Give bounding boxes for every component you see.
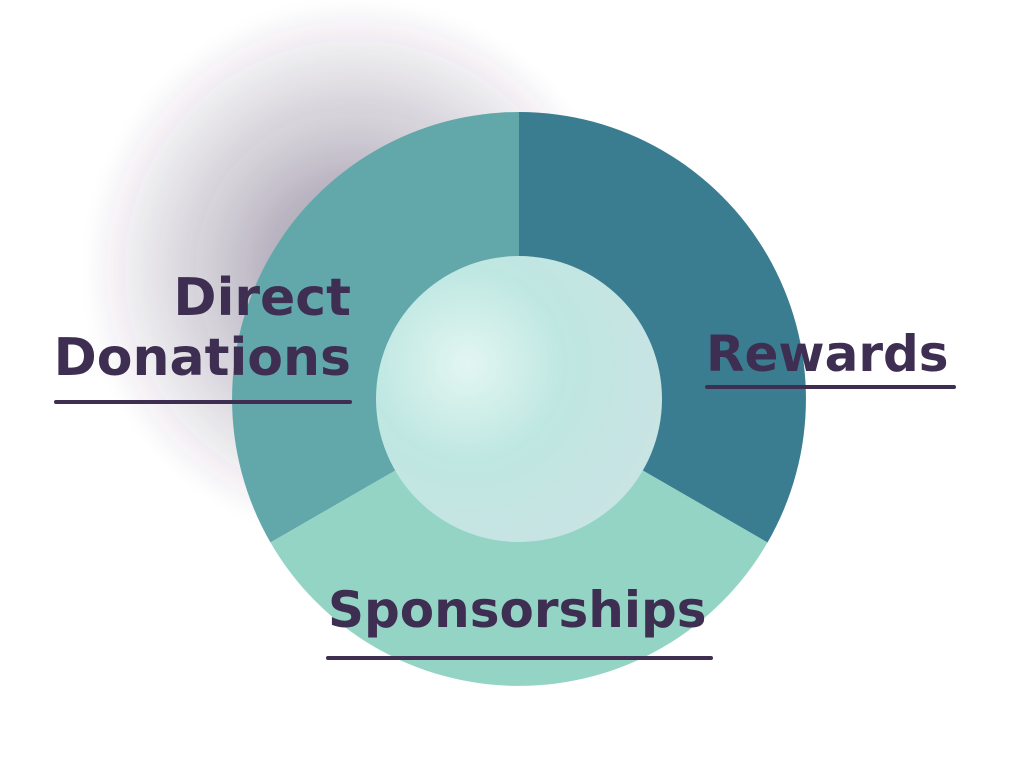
label-direct-donations: Direct Donations — [54, 268, 351, 388]
label-rewards: Rewards — [706, 324, 949, 384]
segment-sponsorships — [270, 399, 768, 686]
underline-sponsorships — [326, 656, 713, 660]
label-sponsorships: Sponsorships — [328, 580, 707, 640]
label-line: Rewards — [706, 325, 949, 383]
underline-rewards — [705, 385, 956, 389]
underline-direct-donations — [54, 400, 352, 404]
center-disc — [376, 256, 662, 542]
label-line: Direct — [173, 268, 351, 328]
label-line: Donations — [53, 328, 351, 388]
label-line: Sponsorships — [328, 581, 707, 639]
